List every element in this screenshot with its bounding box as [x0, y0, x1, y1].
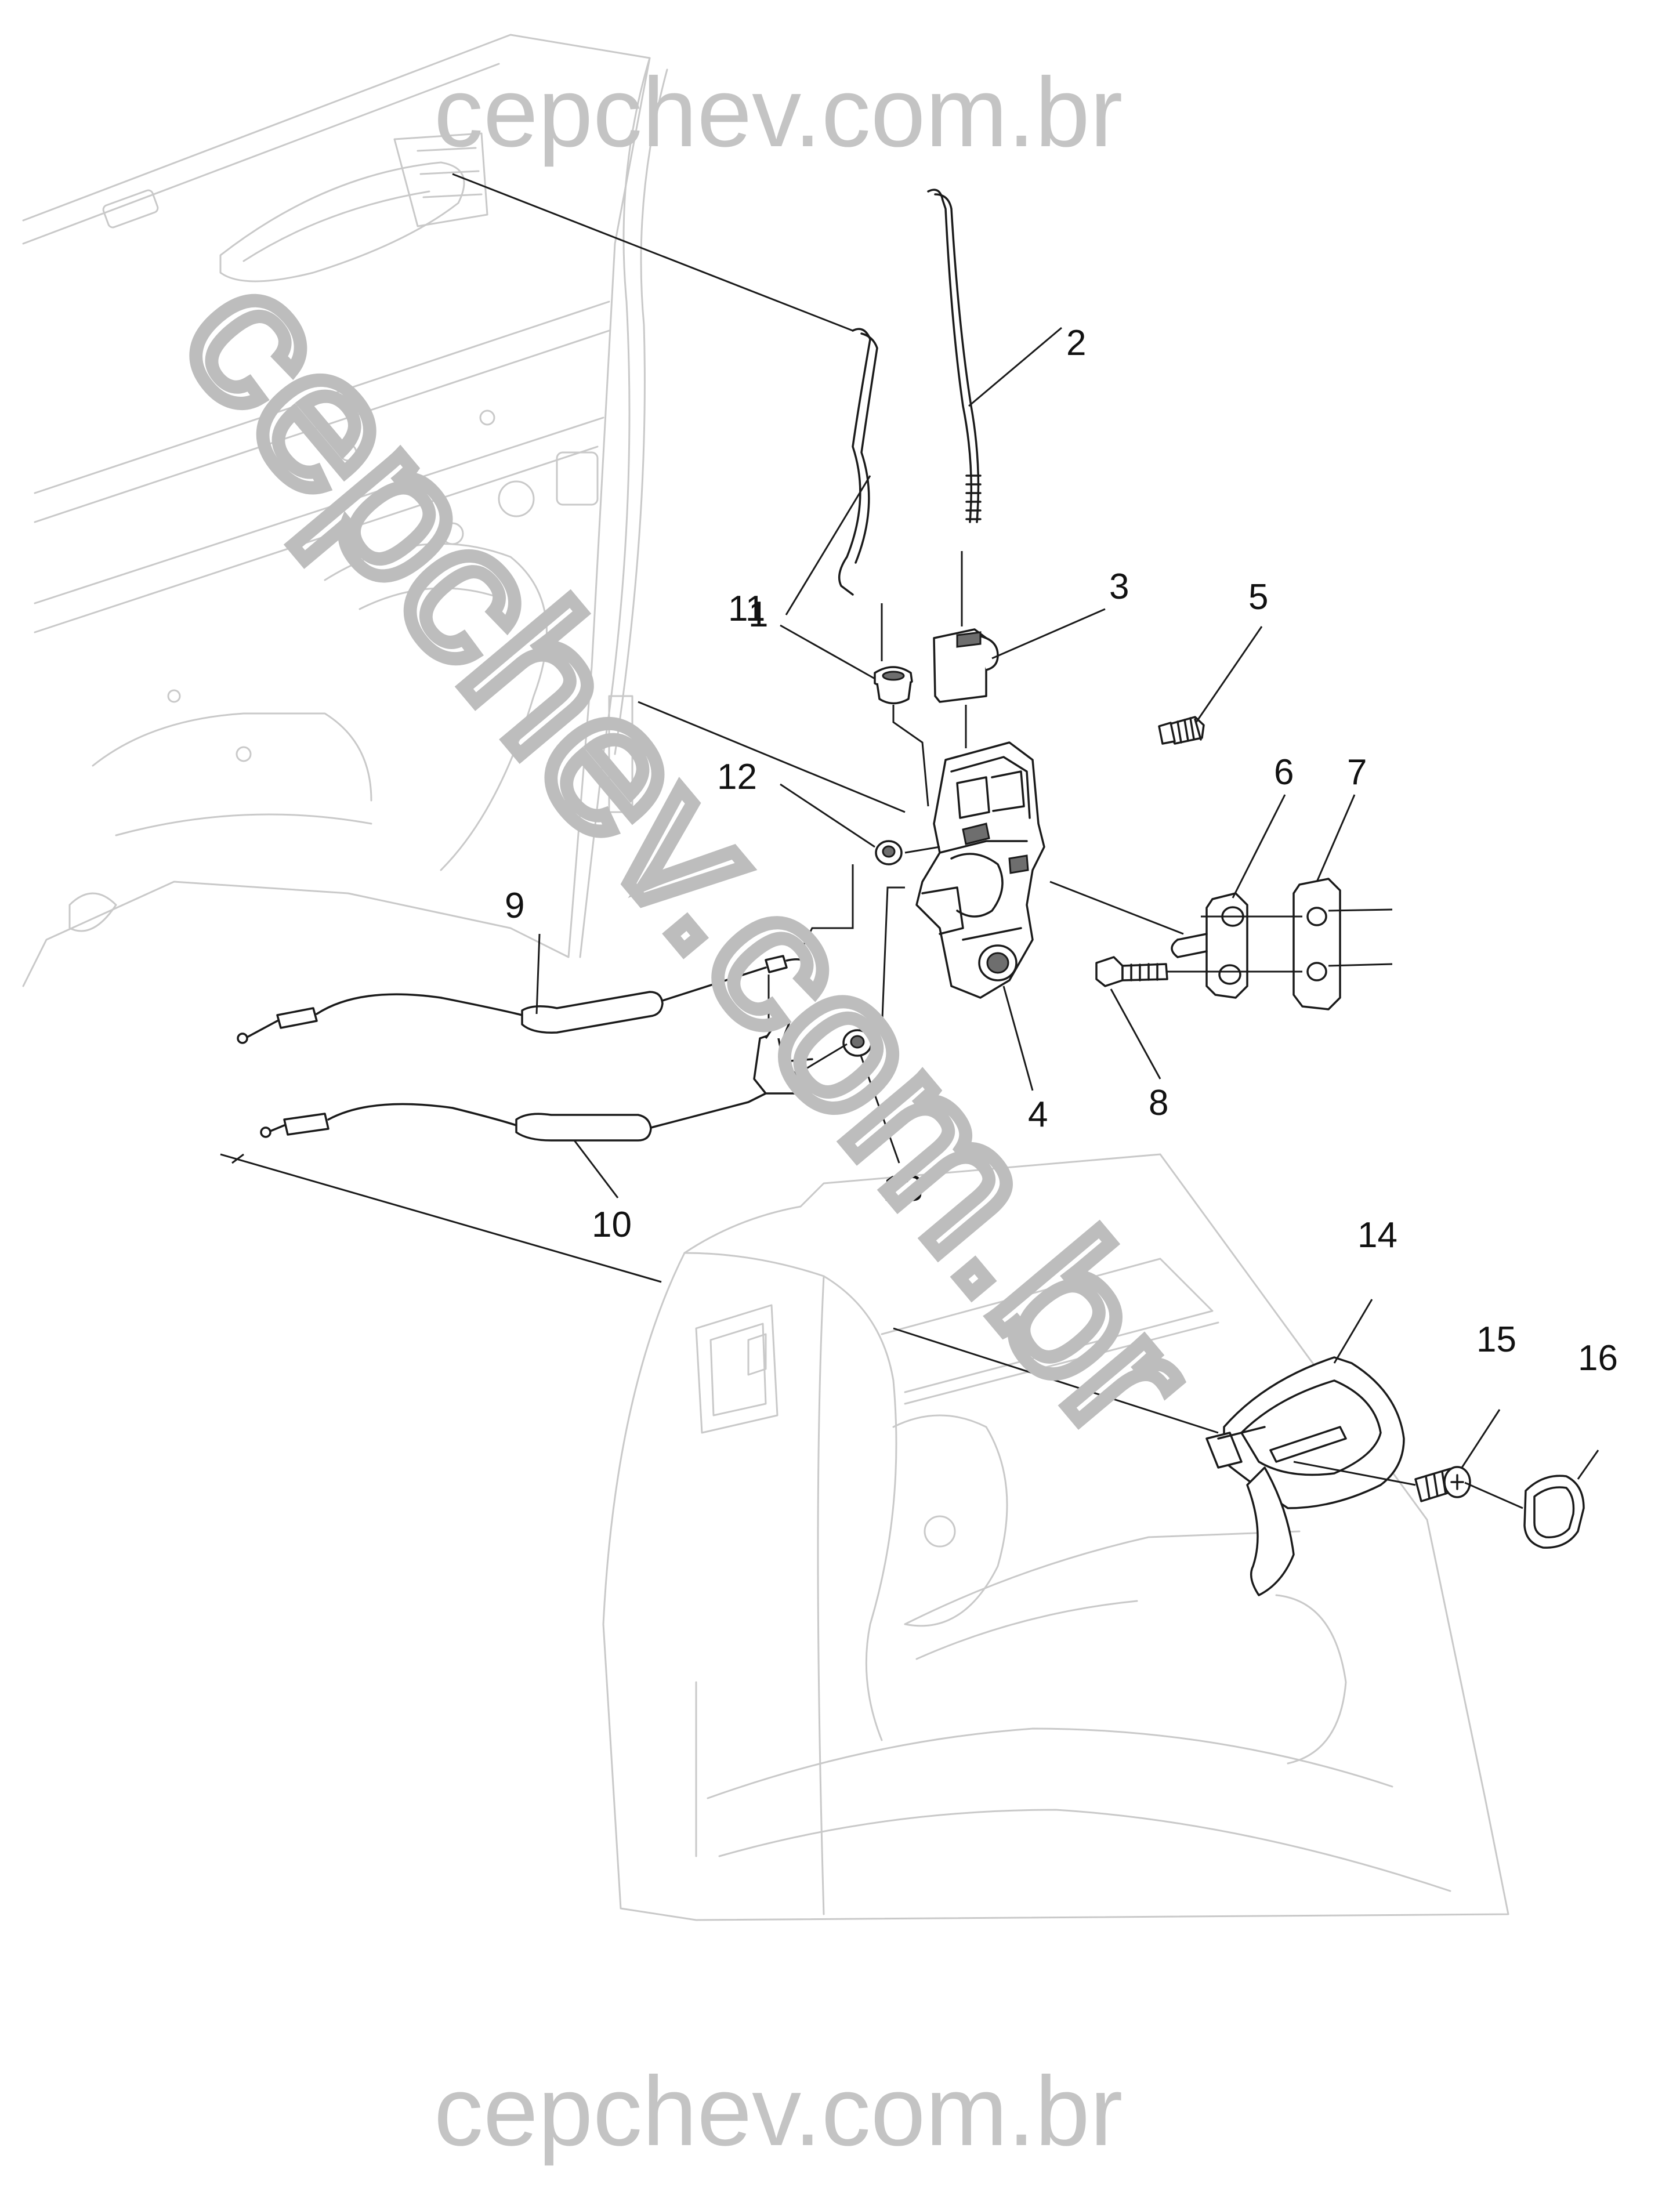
- callout-3: 3: [1109, 567, 1129, 607]
- watermark-top: cepchev.com.br: [434, 57, 1123, 168]
- part-11-grommet: [874, 666, 913, 705]
- part-1-lock-rod: [838, 328, 878, 596]
- callout-4: 4: [1028, 1095, 1048, 1135]
- part-16-cover-cap: [1523, 1475, 1585, 1549]
- callout-11: 11: [728, 589, 765, 629]
- callout-2: 2: [1066, 323, 1086, 363]
- callout-8: 8: [1149, 1083, 1168, 1123]
- door-panel-outline: [22, 34, 668, 987]
- part-4-door-latch-assembly: [915, 741, 1045, 999]
- part-15-screw: [1414, 1466, 1471, 1502]
- callout-leaders: [535, 327, 1599, 1480]
- part-8-bolt: [1095, 956, 1168, 987]
- part-14-inside-door-handle: [1205, 1356, 1405, 1596]
- part-12-grommet: [875, 840, 903, 865]
- part-9-cable: [237, 955, 813, 1044]
- callout-6: 6: [1274, 752, 1294, 792]
- part-13-grommet: [842, 1029, 872, 1057]
- callout-5: 5: [1248, 577, 1268, 617]
- callout-1: 1: [748, 595, 768, 635]
- part-6-door-striker: [1171, 892, 1248, 999]
- watermark-bottom: cepchev.com.br: [434, 2056, 1123, 2167]
- part-5-bolt: [1158, 716, 1205, 745]
- watermark-diagonal: cepchev.com.br: [142, 231, 1235, 1475]
- callout-labels: 1 2 3 4 5 6 7 8 9 10 11 12 13 14 15 16: [505, 323, 1618, 1378]
- callout-16: 16: [1578, 1338, 1618, 1378]
- callout-10: 10: [592, 1205, 632, 1245]
- callout-9: 9: [505, 886, 524, 926]
- assembly-lines: [220, 173, 1523, 1509]
- outside-door-handle: [219, 132, 488, 282]
- callout-15: 15: [1476, 1320, 1516, 1360]
- door-trim-panel-outline: [602, 1153, 1509, 1921]
- part-2-threaded-rod: [927, 189, 982, 523]
- callout-7: 7: [1347, 752, 1367, 792]
- callout-14: 14: [1357, 1215, 1397, 1255]
- callout-12: 12: [717, 757, 757, 797]
- part-7-striker-plate: [1292, 878, 1341, 1010]
- callout-13: 13: [883, 1169, 923, 1209]
- part-3-rod-clip: [933, 628, 999, 703]
